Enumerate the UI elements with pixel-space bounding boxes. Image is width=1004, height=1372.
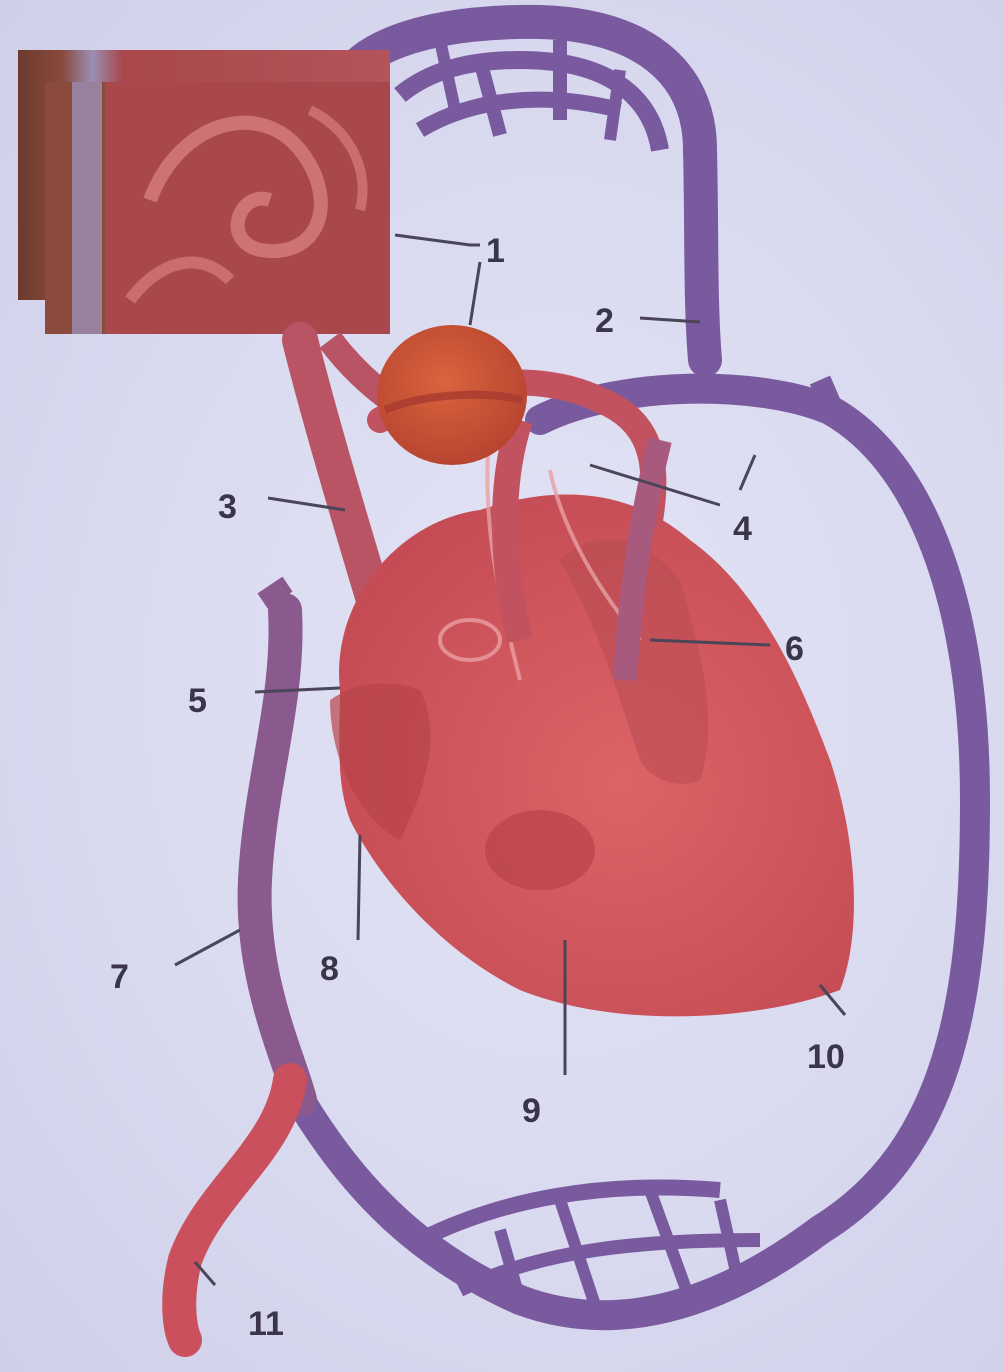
- label-6: 6: [785, 630, 804, 668]
- heart: [330, 430, 854, 1016]
- label-11: 11: [248, 1305, 284, 1343]
- label-7: 7: [110, 958, 129, 996]
- label-9: 9: [522, 1092, 541, 1130]
- upper-capillary-network: [340, 22, 705, 360]
- left-vessel: [255, 610, 300, 1100]
- label-4: 4: [733, 510, 752, 548]
- label-1: 1: [486, 232, 505, 270]
- intestine-block: [18, 50, 390, 334]
- vessel-to-heart: [505, 420, 520, 640]
- label-2: 2: [595, 302, 614, 340]
- label-10: 10: [807, 1038, 845, 1076]
- label-5: 5: [188, 682, 207, 720]
- lower-capillary-network: [300, 1100, 820, 1320]
- label-8: 8: [320, 950, 339, 988]
- label-3: 3: [218, 488, 237, 526]
- lower-artery-11: [179, 1080, 290, 1340]
